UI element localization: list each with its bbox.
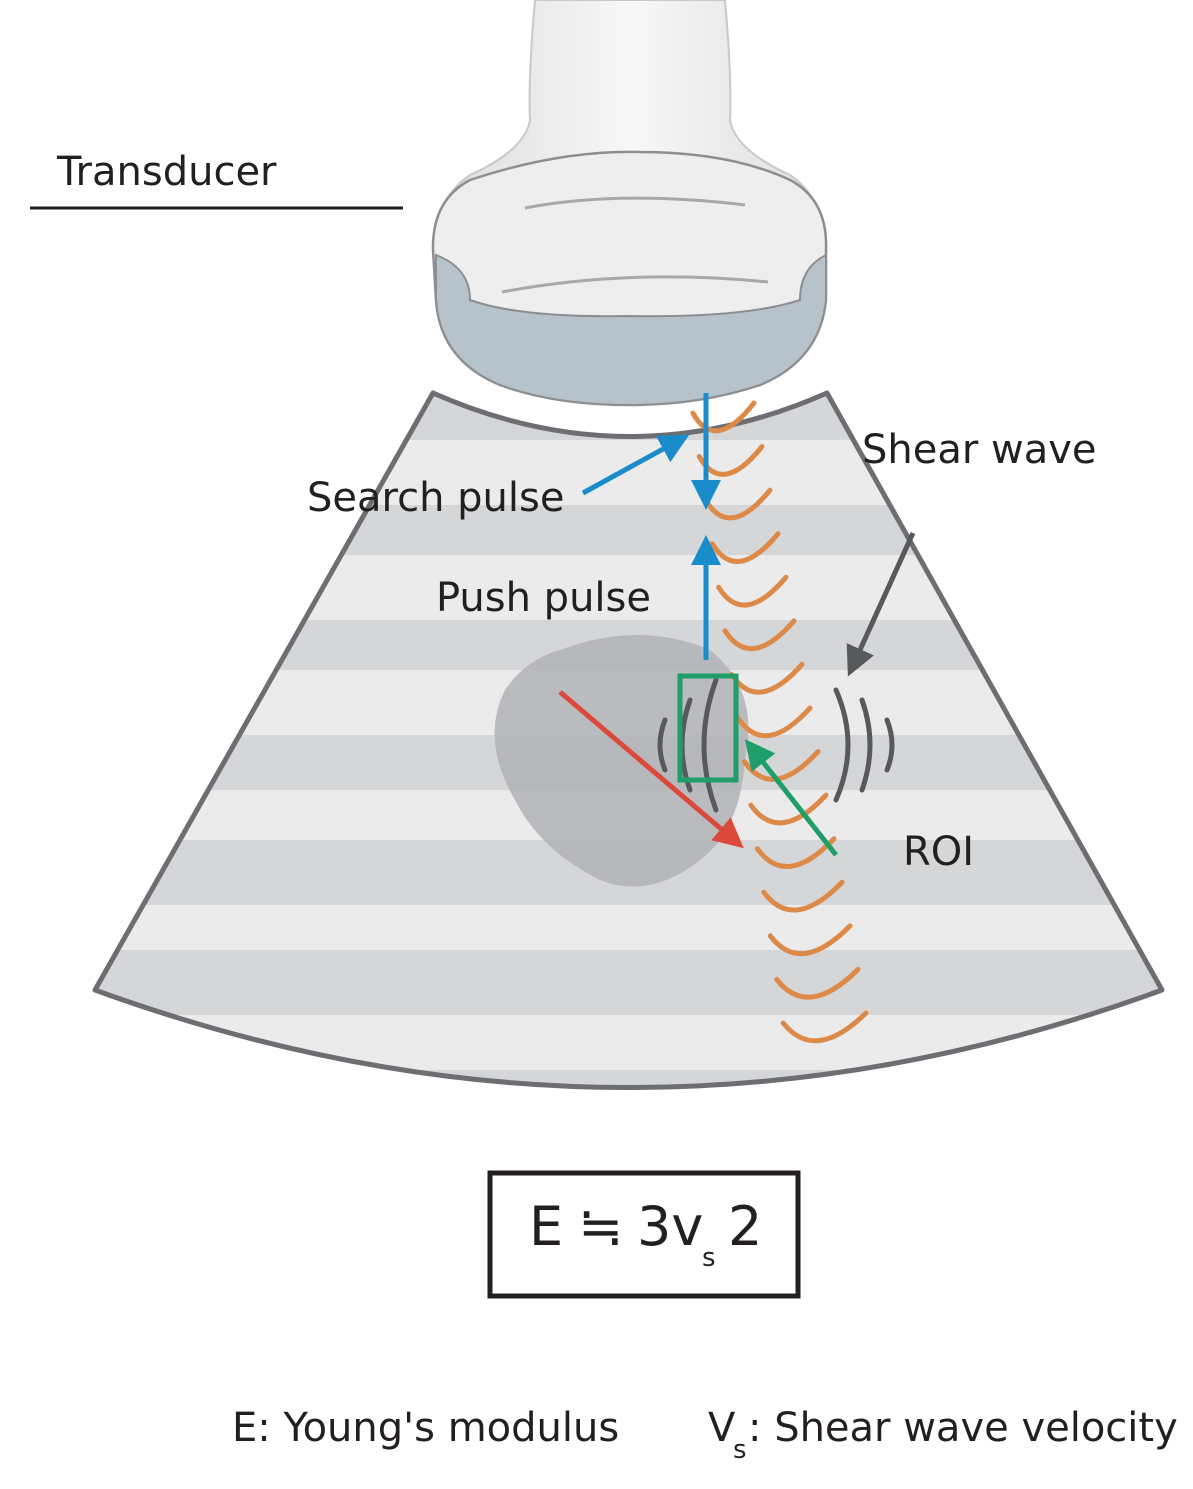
shear-wave-arc (774, 966, 861, 1000)
shear-wave-arc (748, 792, 829, 826)
formula-subscript: s (702, 1243, 716, 1273)
formula-coefficient: 3v (637, 1195, 703, 1258)
search-pulse-beam (581, 393, 721, 660)
legend-velocity-symbol: V (708, 1405, 736, 1451)
tissue-band (95, 505, 1162, 555)
search-pulse-pointer (581, 434, 690, 496)
tissue-band (95, 950, 1162, 1015)
legend-young-modulus: E: Young's modulus (232, 1405, 619, 1451)
tissue-fan (92, 390, 1165, 1090)
shear-wave-arc (722, 618, 797, 651)
roi-label: ROI (903, 829, 974, 875)
formula-lhs: E (529, 1195, 563, 1258)
roi-box (677, 673, 739, 783)
fan-outline (92, 390, 1165, 1090)
shear-wave-arc (716, 574, 789, 608)
transducer-ridge-lower (501, 275, 769, 294)
formula-relation: ≒ (578, 1195, 623, 1258)
push-pulse-label: Push pulse (436, 575, 651, 621)
legend-velocity-text: : Shear wave velocity (748, 1405, 1178, 1451)
shear-wave-pointer (846, 531, 916, 677)
shear-wave-arc (767, 923, 853, 957)
shear-wave-label: Shear wave (862, 427, 1097, 473)
transducer-lens (435, 253, 827, 407)
formula-box: E ≒ 3v s 2 (487, 1170, 801, 1299)
push-pulse-arrow (558, 690, 744, 849)
shear-wave-arc (735, 705, 813, 739)
shear-wave-arc (754, 836, 837, 869)
shear-wave-arc (690, 400, 757, 434)
search-pulse-label: Search pulse (307, 475, 564, 521)
shear-wave-arc (780, 1010, 869, 1044)
transducer-ridge-upper (524, 196, 746, 210)
formula-exponent: 2 (728, 1195, 762, 1258)
transducer-probe (431, 0, 828, 407)
lesion (494, 635, 749, 887)
legend-velocity-subscript: s (733, 1435, 747, 1465)
shear-wave-arc (761, 879, 845, 913)
transducer-label: Transducer (56, 149, 277, 195)
roi-pointer (744, 739, 838, 857)
legend-velocity: V s : Shear wave velocity (708, 1405, 1178, 1465)
